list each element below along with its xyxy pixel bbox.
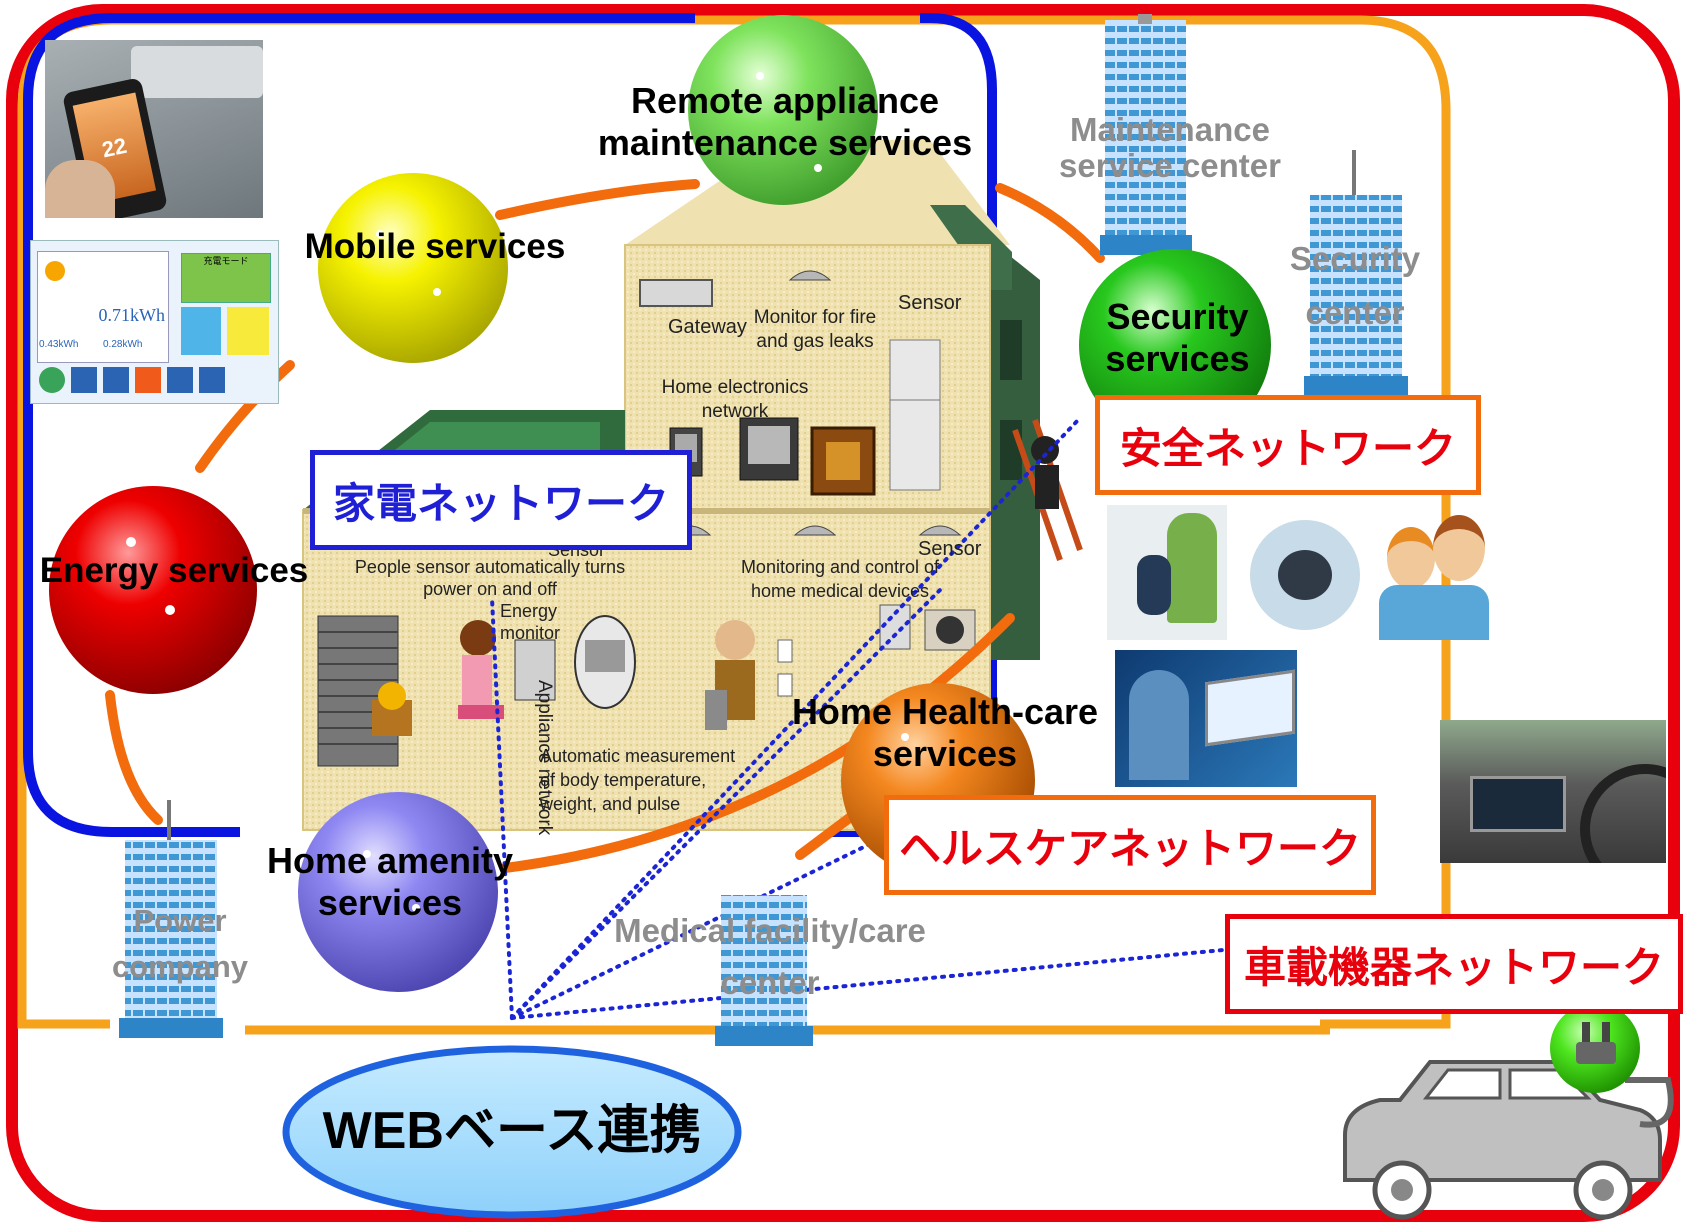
net-box-vehicle: 車載機器ネットワーク — [1225, 914, 1683, 1014]
car-nav-photo — [1440, 720, 1666, 863]
label-sensor-right: Sensor — [918, 538, 982, 560]
energy-panel: 0.71kWh 0.43kWh 0.28kWh 充電モード — [30, 240, 279, 404]
web-hub — [282, 1045, 742, 1219]
hand-icon — [45, 160, 115, 218]
label-people-sensor: People sensor automatically turns power … — [354, 557, 626, 599]
energy-mode: 充電モード — [181, 253, 271, 303]
label-home-electronics: Home electronics network — [661, 377, 809, 422]
label-security: Security services — [1105, 296, 1250, 379]
energy-value-b: 0.28kWh — [103, 339, 143, 350]
blue-frame — [23, 13, 695, 837]
energy-value-main: 0.71kWh — [98, 305, 166, 325]
label-remote-appliance: Remote appliance maintenance services — [597, 80, 973, 163]
net-box-appliance: 家電ネットワーク — [310, 450, 692, 550]
label-appliance-network: Appliance network — [534, 680, 555, 836]
building-medical — [715, 895, 813, 1046]
net-box-safety: 安全ネットワーク — [1095, 395, 1481, 495]
energy-icon-row — [39, 367, 269, 397]
label-monitoring-medical: Monitoring and control of home medical d… — [740, 557, 940, 601]
label-power-company: Power company — [111, 903, 249, 984]
family-illustration — [1365, 505, 1495, 640]
label-energy-monitor: Energy monitor — [500, 601, 561, 643]
phone-photo: 22 — [45, 40, 263, 218]
web-links — [490, 416, 1225, 1020]
service-links — [105, 179, 1105, 873]
label-security-center: Security center — [1289, 240, 1421, 331]
label-fire-gas: Monitor for fire and gas leaks — [753, 307, 877, 352]
label-home-healthcare: Home Health-care services — [791, 691, 1099, 774]
sphere-energy — [49, 486, 257, 694]
healthcare-photo — [1115, 650, 1297, 787]
label-home-amenity: Home amenity services — [266, 840, 514, 923]
net-box-healthcare: ヘルスケアネットワーク — [884, 795, 1376, 895]
label-maintenance-center: Maintenance service center — [1059, 111, 1281, 184]
label-automatic-measurement: Automatic measurement of body temperatur… — [540, 746, 736, 814]
sphere-mobile — [318, 173, 508, 363]
camera-illustration — [1250, 520, 1360, 630]
outer-frame — [6, 4, 1680, 1222]
web-hub-label: WEBベース連携 — [322, 1102, 702, 1160]
sphere-remote-appliance — [688, 15, 878, 205]
air-conditioner-icon — [131, 46, 263, 98]
energy-value-a: 0.43kWh — [39, 339, 79, 350]
label-energy: Energy services — [39, 551, 309, 590]
sphere-security — [1079, 249, 1271, 441]
burglar-illustration — [1107, 505, 1227, 640]
label-sensor-top: Sensor — [898, 292, 962, 314]
label-gateway: Gateway — [668, 316, 747, 338]
car-icon — [1343, 1060, 1674, 1220]
sun-icon — [45, 261, 65, 281]
label-medical-center: Medical facility/care center — [614, 912, 926, 1001]
building-security — [1304, 150, 1408, 396]
label-mobile: Mobile services — [304, 227, 566, 266]
sphere-home-amenity — [298, 792, 498, 992]
building-power — [119, 800, 223, 1038]
